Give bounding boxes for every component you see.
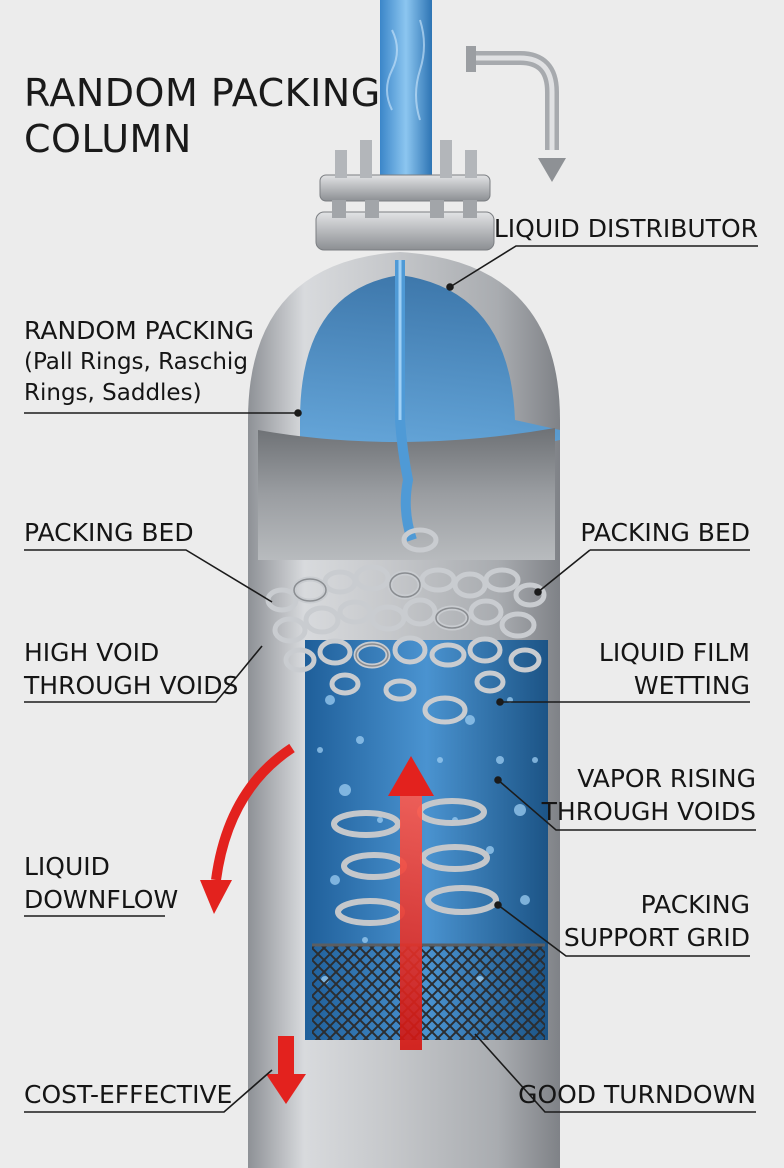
title-line-2: COLUMN xyxy=(24,117,192,161)
label-liquid-film: LIQUID FILM WETTING xyxy=(598,638,750,700)
label-packing-support-grid: PACKING SUPPORT GRID xyxy=(563,890,750,952)
label-packing-bed-left: PACKING BED xyxy=(24,518,194,547)
label-vapor-rising: VAPOR RISING THROUGH VOIDS xyxy=(541,764,756,826)
label-high-void: HIGH VOID THROUGH VOIDS xyxy=(24,638,239,700)
page-title: RANDOM PACKING COLUMN xyxy=(24,70,381,162)
leader-lines xyxy=(24,245,758,1113)
outlet-pipe xyxy=(466,46,566,182)
title-line-1: RANDOM PACKING xyxy=(24,71,381,115)
label-random-packing: RANDOM PACKING (Pall Rings, Raschig Ring… xyxy=(24,316,255,406)
support-grid xyxy=(312,945,545,1040)
label-packing-bed-right: PACKING BED xyxy=(580,518,750,547)
cost-down-arrow-icon xyxy=(266,1036,306,1104)
liquid-stream xyxy=(395,260,417,542)
label-liquid-distributor: LIQUID DISTRIBUTOR xyxy=(493,214,758,243)
flange-assembly xyxy=(315,140,495,251)
dome-liquid xyxy=(300,275,560,455)
vapor-rising-arrow-icon xyxy=(388,756,434,1050)
outlet-arrow-icon xyxy=(538,158,566,182)
label-good-turndown: GOOD TURNDOWN xyxy=(518,1080,756,1109)
label-cost-effective: COST-EFFECTIVE xyxy=(24,1080,233,1109)
liquid-downflow-arrow-icon xyxy=(200,743,295,914)
label-liquid-downflow: LIQUID DOWNFLOW xyxy=(24,852,179,914)
